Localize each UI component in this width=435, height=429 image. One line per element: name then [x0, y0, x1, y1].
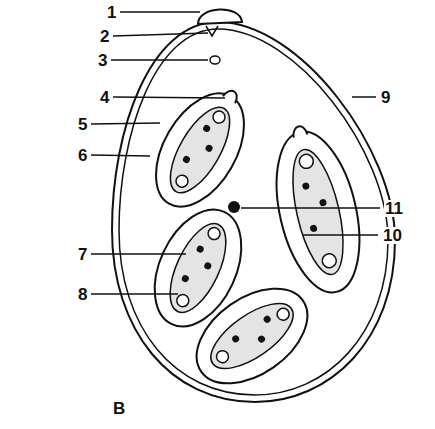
leader-line — [113, 33, 208, 36]
leader-line — [352, 96, 376, 98]
embryo — [261, 118, 373, 301]
leader-line — [91, 293, 178, 295]
leader-line — [91, 253, 186, 255]
figure-letter: B — [112, 400, 126, 417]
callout-number: 5 — [77, 116, 88, 133]
callout-number: 2 — [99, 28, 110, 45]
callout-number: 9 — [380, 89, 391, 106]
callout-number: 6 — [77, 147, 88, 164]
leader-line — [91, 123, 160, 124]
leader-line — [303, 234, 378, 236]
callout-number: 7 — [77, 246, 88, 263]
callout-number: 10 — [382, 227, 403, 244]
callout-number: 1 — [106, 4, 117, 21]
callout-number: 4 — [99, 89, 110, 106]
operculum-notch — [206, 26, 218, 36]
germ-cell — [228, 201, 240, 213]
egg-shell — [112, 22, 395, 402]
callout-number: 3 — [97, 52, 108, 69]
callout-number: 8 — [77, 286, 88, 303]
callout-number: 11 — [384, 200, 404, 217]
embryo — [179, 269, 324, 402]
embryo — [138, 73, 265, 221]
operculum — [198, 9, 242, 24]
shell-outer — [112, 22, 395, 402]
leader-line — [241, 207, 380, 209]
leader-line — [111, 59, 208, 61]
leader-line — [91, 155, 150, 156]
shell-inner — [119, 29, 388, 395]
cell-vesicle — [210, 56, 220, 64]
leader-line — [113, 97, 225, 98]
leader-lines — [91, 12, 380, 294]
leader-line — [120, 11, 200, 13]
